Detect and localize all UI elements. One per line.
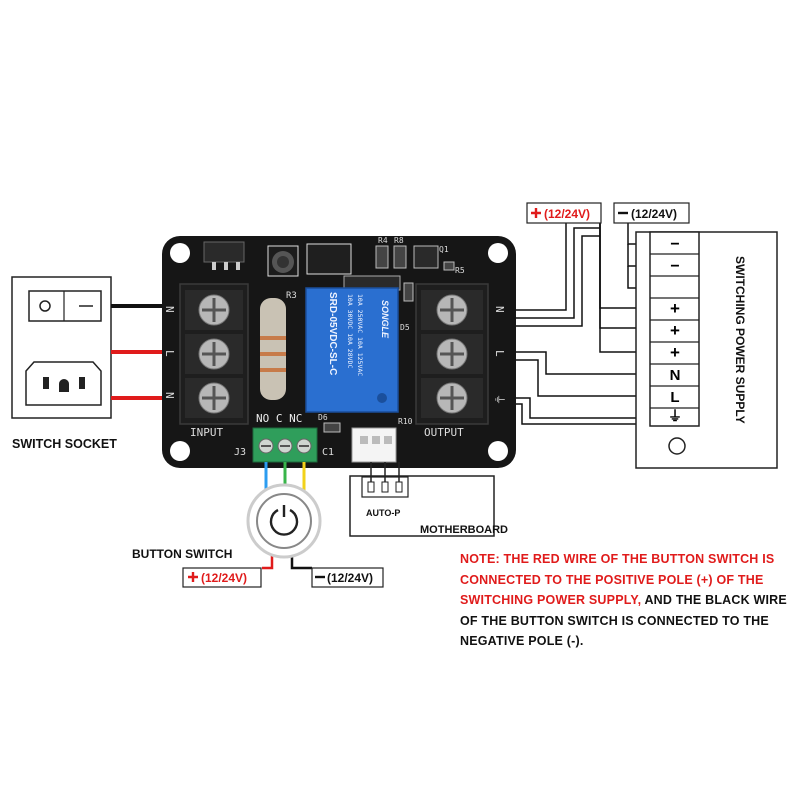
switching-power-supply: − − + + + N L ⏚ [635,231,778,469]
output-ground-label: ⏚ [493,394,506,405]
psu-terminal-n: N [670,367,681,384]
motherboard-label: MOTHERBOARD [420,524,508,536]
switch-socket-label: SWITCH SOCKET [12,437,117,451]
psu-minus-label: (12/24V) [613,202,690,224]
c1-label: C1 [322,447,334,458]
relay-spec-2: 10A 30VDC 10A 28VDC [346,294,354,368]
output-label: OUTPUT [424,426,464,439]
input-n2-label: N [163,392,176,399]
psu-terminal-ground-icon: ⏚ [668,408,682,424]
r3-label: R3 [286,291,297,301]
d6-label: D6 [318,413,328,422]
d5-label: D5 [400,323,410,332]
mount-hole [170,243,190,263]
psu-plus-label: (12/24V) [526,202,602,224]
input-terminal-block [179,283,249,425]
relay: SONGLE 10A 250VAC 10A 125VAC 10A 30VDC 1… [305,287,399,413]
psu-terminal-minus-2: − [670,258,679,275]
psu-terminal-plus-3: + [670,343,680,362]
switch-plus-label: (12/24V) [182,567,262,588]
q1-label: Q1 [439,245,449,254]
psu-plus-text: (12/24V) [544,207,590,221]
r5-label: R5 [455,266,465,275]
psu-terminal-minus-1: − [670,236,679,253]
note-red-part: NOTE: THE RED WIRE OF THE BUTTON SWITCH … [460,552,775,607]
button-switch [246,483,322,559]
auto-p-connector [351,427,397,463]
psu-led-icon [668,437,686,455]
power-resistor [260,298,286,400]
no-c-nc-label: NO C NC [256,412,302,425]
r8-label: R8 [394,236,404,245]
psu-label: SWITCHING POWER SUPPLY [733,256,747,424]
input-n1-label: N [163,306,176,313]
motherboard [349,462,495,537]
r4-label: R4 [378,236,388,245]
relay-spec-1: 10A 250VAC 10A 125VAC [356,294,364,376]
output-terminal-block [415,283,489,425]
psu-terminal-plus-2: + [670,321,680,340]
relay-model: SRD-05VDC-SL-C [327,292,338,375]
j3-terminal [252,427,318,463]
wiring-note: NOTE: THE RED WIRE OF THE BUTTON SWITCH … [460,549,790,652]
mount-hole [488,441,508,461]
input-label: INPUT [190,426,223,439]
output-l-label: L [493,350,506,357]
relay-module-board: R3 R4 R8 Q1 R5 D5 SONGLE 10A 250VAC 10A … [162,236,516,468]
j3-label: J3 [234,447,246,458]
psu-minus-text: (12/24V) [631,207,677,221]
relay-brand: SONGLE [380,300,390,339]
switch-socket [11,276,112,419]
off-symbol-icon [39,300,51,312]
auto-p-label: AUTO-P [366,508,400,518]
psu-terminal-l: L [670,389,679,406]
mount-hole [488,243,508,263]
mount-hole [170,441,190,461]
switch-minus-text: (12/24V) [327,571,373,585]
switch-minus-label: (12/24V) [311,567,384,588]
power-icon [269,508,299,536]
note-black-part: AND THE BLACK WIRE OF THE BUTTON SWITCH … [460,593,787,648]
switch-plus-text: (12/24V) [201,571,247,585]
output-n-label: N [493,306,506,313]
input-l-label: L [163,350,176,357]
psu-terminal-plus-1: + [670,299,680,318]
r10-label: R10 [398,417,413,426]
button-switch-label: BUTTON SWITCH [132,547,232,561]
